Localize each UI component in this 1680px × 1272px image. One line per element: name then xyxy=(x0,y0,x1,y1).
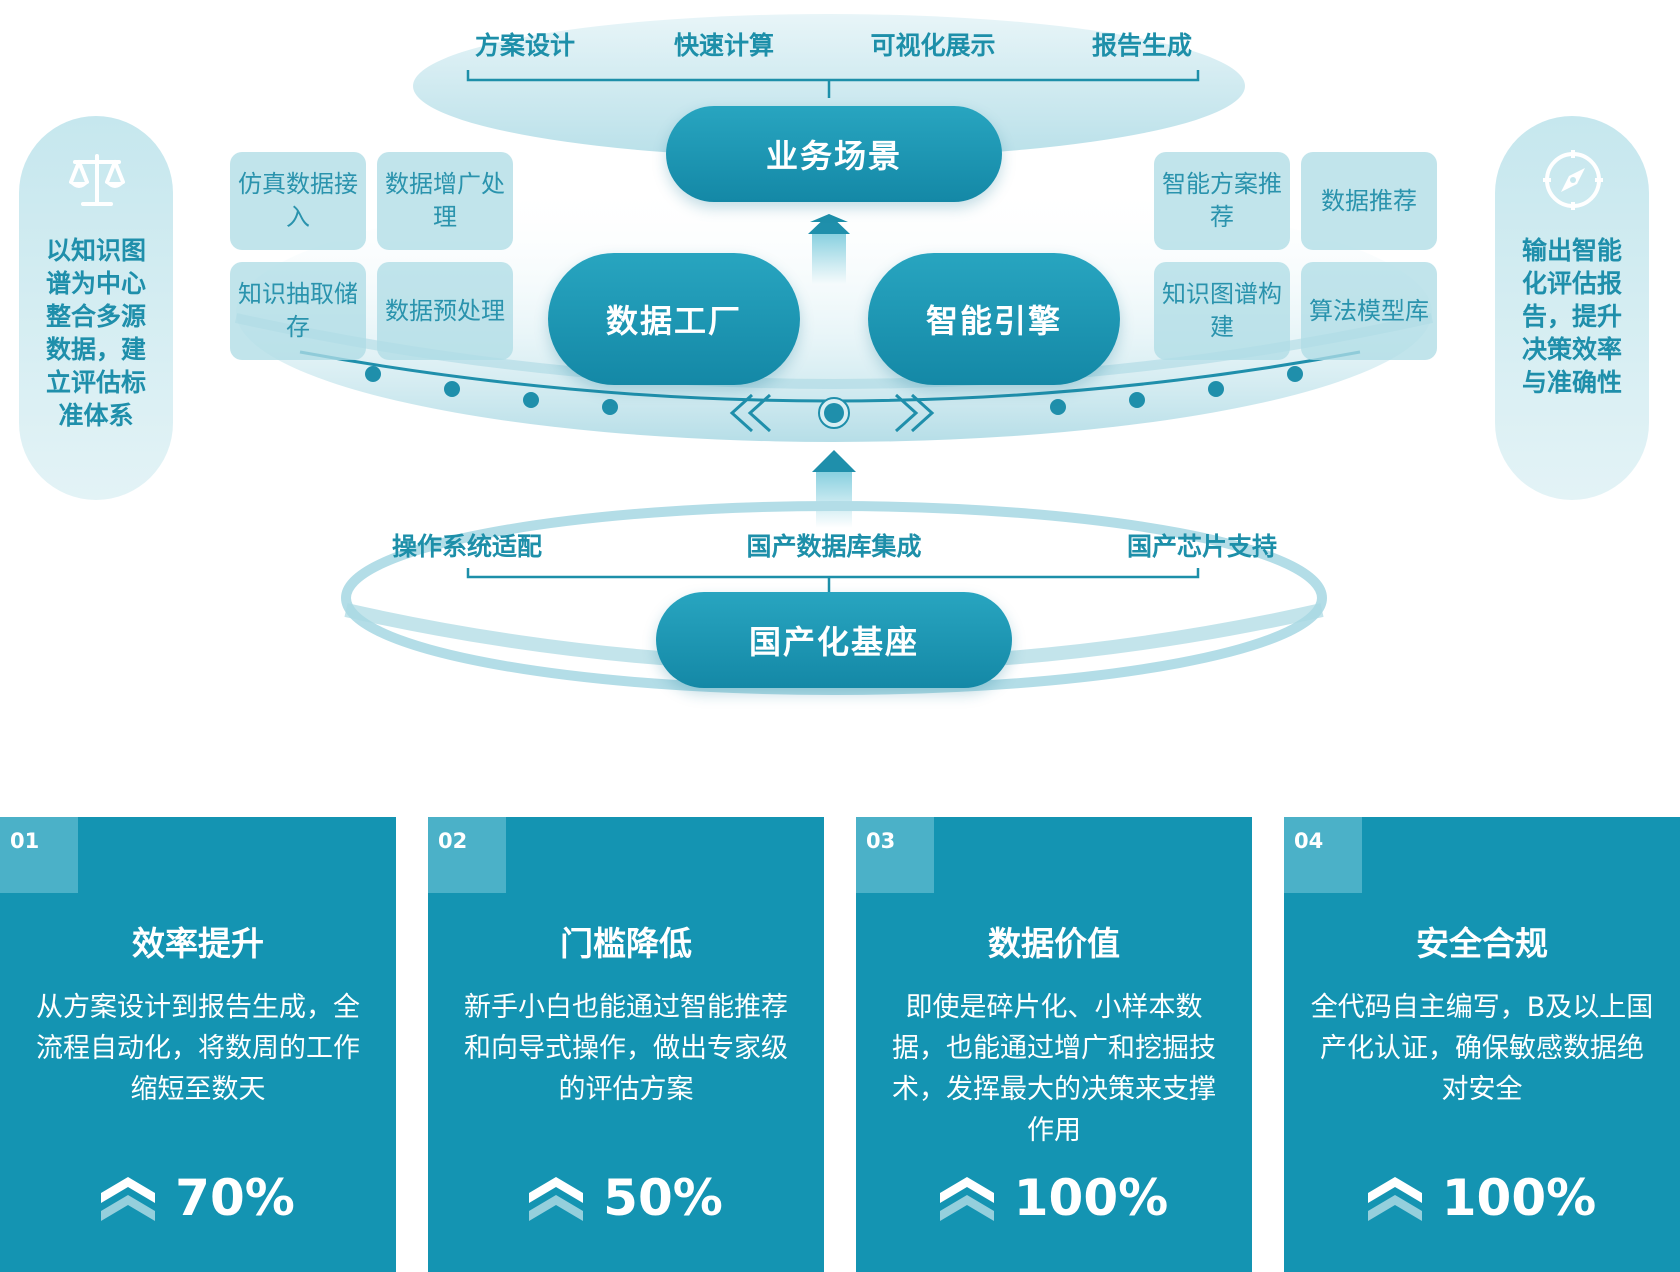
card-description: 从方案设计到报告生成，全流程自动化，将数周的工作缩短至数天 xyxy=(36,992,360,1105)
business-scenario-pill: 业务场景 xyxy=(666,106,1002,202)
arrow-up-icon-lower xyxy=(812,450,856,472)
card-data-value: 03 数据价值 即使是碎片化、小样本数据，也能通过增广和挖掘技术，发挥最大的决策… xyxy=(856,817,1252,1272)
data-factory-pill: 数据工厂 xyxy=(548,253,800,385)
business-item-design: 方案设计 xyxy=(474,31,576,60)
right-tile-2: 数据推荐 xyxy=(1301,152,1437,250)
card-stat: 100% xyxy=(856,1169,1252,1227)
chevron-up-icon xyxy=(529,1177,584,1221)
card-title: 效率提升 xyxy=(132,924,264,963)
card-description: 即使是碎片化、小样本数据，也能通过增广和挖掘技术，发挥最大的决策来支撑作用 xyxy=(892,992,1216,1146)
right-tile-3: 知识图谱构建 xyxy=(1154,262,1290,360)
business-item-compute: 快速计算 xyxy=(673,31,775,60)
left-tile-2: 数据增广处理 xyxy=(377,152,513,250)
domestic-base-pill: 国产化基座 xyxy=(656,592,1012,688)
chevron-up-icon xyxy=(939,1177,994,1221)
card-stat: 50% xyxy=(428,1169,824,1227)
intelligent-engine-pill: 智能引擎 xyxy=(868,253,1120,385)
card-title: 门槛降低 xyxy=(560,924,692,963)
base-item-db: 国产数据库集成 xyxy=(746,532,922,561)
card-stat: 70% xyxy=(0,1169,396,1227)
left-side-text: 以知识图谱为中心整合多源数据，建立评估标准体系 xyxy=(45,236,146,430)
left-tile-4: 数据预处理 xyxy=(377,262,513,360)
right-side-text: 输出智能化评估报告，提升决策效率与准确性 xyxy=(1521,236,1622,397)
stat-value: 100% xyxy=(1013,1169,1169,1227)
card-threshold: 02 门槛降低 新手小白也能通过智能推荐和向导式操作，做出专家级的评估方案 50… xyxy=(428,817,824,1272)
chevron-right-icon xyxy=(894,393,935,433)
card-title: 安全合规 xyxy=(1416,924,1548,963)
right-side-capsule: 输出智能化评估报告，提升决策效率与准确性 xyxy=(1495,116,1649,500)
compass-icon xyxy=(1543,150,1603,210)
card-number: 03 xyxy=(856,817,934,893)
card-number: 04 xyxy=(1284,817,1362,893)
arrow-up-icon xyxy=(808,214,850,234)
left-side-capsule: 以知识图谱为中心整合多源数据，建立评估标准体系 xyxy=(19,116,173,500)
chevron-up-icon xyxy=(101,1177,156,1221)
card-number: 01 xyxy=(0,817,78,893)
middle-ellipse xyxy=(236,182,1432,442)
base-item-os: 操作系统适配 xyxy=(391,532,543,561)
business-item-visualize: 可视化展示 xyxy=(870,31,996,60)
card-number: 02 xyxy=(428,817,506,893)
base-ellipse xyxy=(341,501,1327,695)
card-description: 全代码自主编写，B及以上国产化认证，确保敏感数据绝对安全 xyxy=(1310,992,1654,1105)
scale-icon xyxy=(69,154,125,206)
card-security: 04 安全合规 全代码自主编写，B及以上国产化认证，确保敏感数据绝对安全 100… xyxy=(1284,817,1680,1272)
left-tile-1: 仿真数据接入 xyxy=(230,152,366,250)
left-tile-3: 知识抽取储存 xyxy=(230,262,366,360)
card-title: 数据价值 xyxy=(988,924,1120,963)
chevron-up-icon xyxy=(1367,1177,1422,1221)
chevron-left-icon xyxy=(729,393,772,433)
card-description: 新手小白也能通过智能推荐和向导式操作，做出专家级的评估方案 xyxy=(464,992,788,1105)
right-tile-4: 算法模型库 xyxy=(1301,262,1437,360)
stat-value: 70% xyxy=(175,1169,295,1227)
base-item-chip: 国产芯片支持 xyxy=(1126,532,1278,561)
card-stat: 100% xyxy=(1284,1169,1680,1227)
stat-value: 100% xyxy=(1441,1169,1597,1227)
stat-value: 50% xyxy=(603,1169,723,1227)
card-efficiency: 01 效率提升 从方案设计到报告生成，全流程自动化，将数周的工作缩短至数天 70… xyxy=(0,817,396,1272)
orbit-dots xyxy=(365,366,1303,415)
business-item-report: 报告生成 xyxy=(1091,31,1193,60)
right-tile-1: 智能方案推荐 xyxy=(1154,152,1290,250)
orbit-center xyxy=(824,403,844,423)
